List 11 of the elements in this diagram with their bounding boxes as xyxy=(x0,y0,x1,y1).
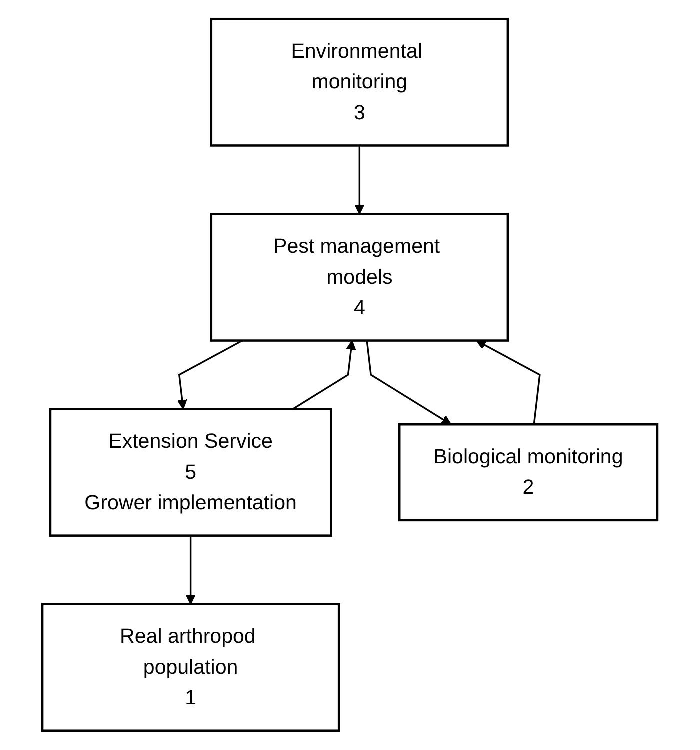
arrow xyxy=(366,340,452,426)
arrow xyxy=(354,146,365,215)
arrow xyxy=(476,340,541,425)
node-box: Pest management models 4 xyxy=(210,213,510,342)
node-box: Environmental monitoring 3 xyxy=(210,18,510,147)
node-box: Real arthropod population 1 xyxy=(41,603,340,732)
arrow xyxy=(177,340,244,410)
node-box: Extension Service 5 Grower implementation xyxy=(49,408,332,537)
arrow xyxy=(292,340,356,410)
node-box: Biological monitoring 2 xyxy=(398,423,659,522)
arrow xyxy=(186,536,196,605)
